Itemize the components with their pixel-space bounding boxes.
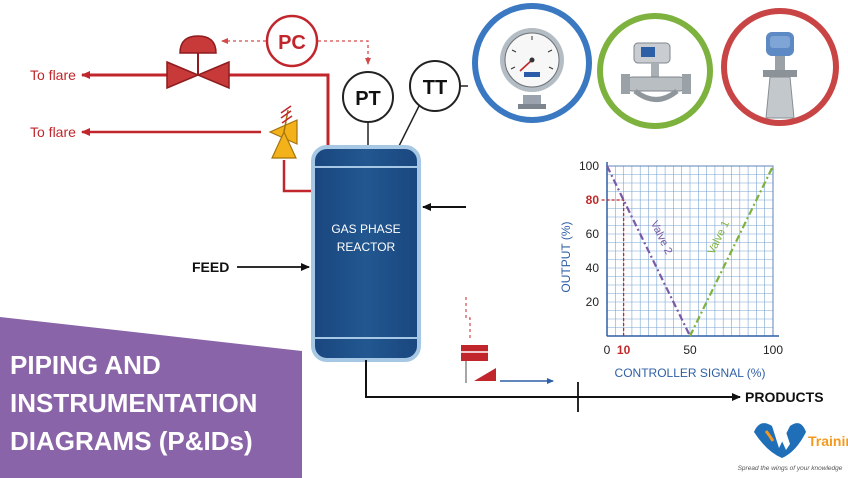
logo-text: Training xyxy=(808,433,848,449)
wr-training-logo: Training Spread the wings of your knowle… xyxy=(738,423,848,472)
wr-logo-mark-icon xyxy=(754,423,806,458)
pt-label: PT xyxy=(355,88,381,110)
banner-line-1: PIPING AND xyxy=(10,350,161,380)
flare-line-1 xyxy=(81,71,330,148)
pressure-gauge-photo xyxy=(472,3,592,123)
flowmeter-icon xyxy=(621,42,691,102)
products-line xyxy=(365,360,741,412)
chart-y-tick-label: 100 xyxy=(579,159,599,173)
tt-label: TT xyxy=(423,77,447,99)
chart-x-axis-title: CONTROLLER SIGNAL (%) xyxy=(615,366,766,380)
tt-instrument: TT xyxy=(397,60,468,149)
flare-line-2 xyxy=(81,128,316,193)
control-signal-lines xyxy=(221,38,371,65)
reactor-label-line2: REACTOR xyxy=(337,240,396,254)
chart-series-line xyxy=(689,165,774,337)
radar-level-transmitter-icon xyxy=(763,32,797,119)
pc-controller: PC xyxy=(265,14,319,68)
pt-instrument: PT xyxy=(342,71,394,148)
chart-grid xyxy=(607,166,773,336)
gas-phase-reactor: GAS PHASE REACTOR xyxy=(311,145,421,362)
chart-series-line xyxy=(606,165,691,337)
chart-x-tick-label: 0 xyxy=(604,343,611,357)
control-valve xyxy=(166,35,230,90)
relief-valve xyxy=(268,105,298,159)
chart-y-tick-label: 20 xyxy=(586,295,600,309)
radar-level-photo xyxy=(721,8,839,126)
chart-y-tick-label: 40 xyxy=(586,261,600,275)
chart-x-tick-label: 100 xyxy=(763,343,783,357)
chart-y-axis-title: OUTPUT (%) xyxy=(559,221,573,292)
reactor-label-line1: GAS PHASE xyxy=(331,222,400,236)
banner-line-2: INSTRUMENTATION xyxy=(10,388,257,418)
products-label: PRODUCTS xyxy=(745,389,824,405)
flowmeter-photo xyxy=(597,13,713,129)
pc-label: PC xyxy=(278,32,306,54)
flare-label-1: To flare xyxy=(30,67,76,83)
title-banner: PIPING AND INSTRUMENTATION DIAGRAMS (P&I… xyxy=(0,317,302,478)
chart-y-tick-label: 60 xyxy=(586,227,600,241)
level-controller-element xyxy=(461,297,554,384)
flare-label-2: To flare xyxy=(30,124,76,140)
chart-annotation-line xyxy=(601,199,625,336)
banner-line-3: DIAGRAMS (P&IDs) xyxy=(10,426,253,456)
chart-x-tick-label: 10 xyxy=(617,343,631,357)
logo-tagline: Spread the wings of your knowledge xyxy=(738,465,843,472)
feed-label: FEED xyxy=(192,259,229,275)
pressure-gauge-icon xyxy=(500,28,564,109)
chart-y-tick-label: 80 xyxy=(586,193,600,207)
chart-x-tick-label: 50 xyxy=(683,343,697,357)
